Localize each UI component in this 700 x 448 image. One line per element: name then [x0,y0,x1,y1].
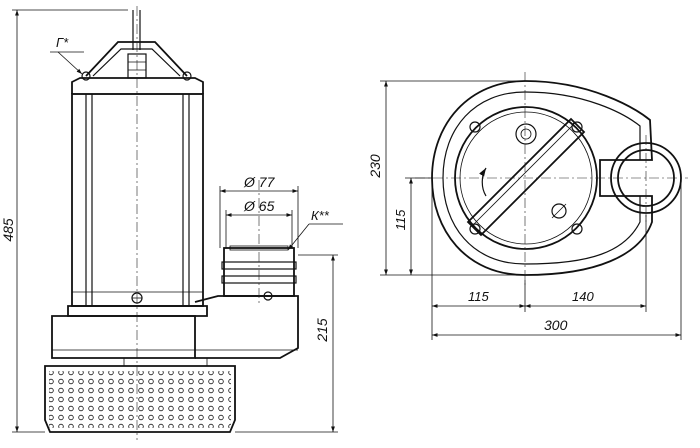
plan-bolt-2 [571,121,583,133]
dim-outer-diameter: Ø 77 [243,174,276,190]
plan-bolt-3 [469,223,481,235]
volute-outline [431,80,653,276]
dim-outlet-height: 215 [314,318,330,343]
volute-outlet-body [194,295,299,359]
plan-bolt-1 [469,121,481,133]
outlet-bolt [263,291,273,301]
dim-plan-center-height: 115 [393,209,408,230]
bolt-right [182,71,192,81]
dim-plan-right-width: 140 [572,289,594,304]
dim-overall-height: 485 [0,218,16,242]
motor-flange [67,305,208,317]
dim-inner-diameter: Ø 65 [243,198,275,214]
note-k: К** [311,208,330,223]
inlet-strainer [44,365,236,433]
plan-cable-gland [515,123,537,145]
dim-plan-left-width: 115 [468,289,489,304]
dim-plan-height: 230 [367,154,383,179]
dim-plan-total-width: 300 [544,317,568,333]
bolt-left [81,71,91,81]
plan-plug [551,203,567,219]
pump-housing [51,315,196,359]
motor-top-cap [71,77,204,94]
note-g: Г* [56,35,69,50]
plan-handle-bar [466,117,586,237]
handle-bracket [85,41,188,77]
plan-view: 230 115 115 140 300 [367,72,688,340]
rotation-arrow-icon [479,167,487,197]
side-view: Ø 77 Ø 65 К** Г* 485 215 [0,6,343,440]
plan-bolt-4 [571,223,583,235]
